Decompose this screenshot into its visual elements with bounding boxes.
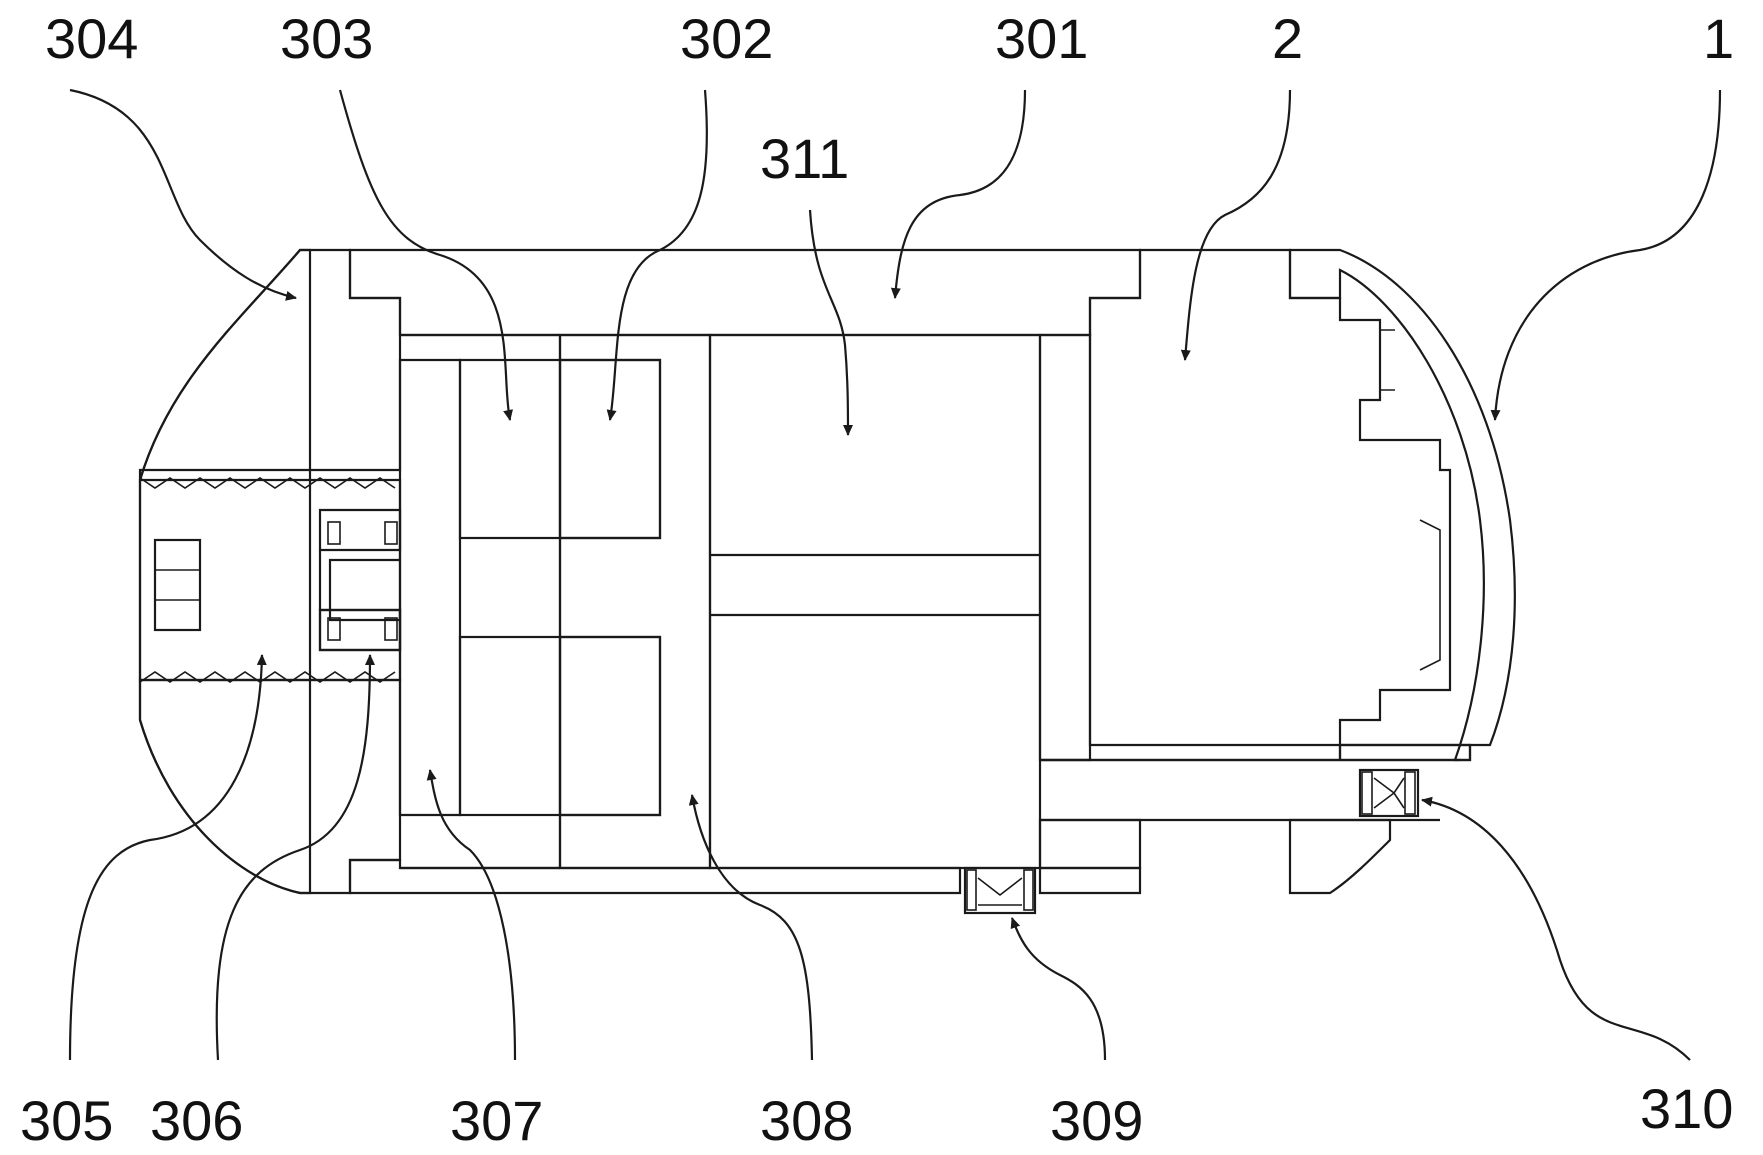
- leader-310: [1421, 796, 1691, 1061]
- channel-tube: [1040, 743, 1470, 822]
- part-304-end-cap: [138, 248, 402, 895]
- part-308-rotor: [558, 333, 712, 870]
- part-301-housing: [348, 248, 1472, 895]
- label-308: 308: [760, 1089, 853, 1152]
- part-305-screw-plug: [138, 477, 402, 683]
- label-304: 304: [45, 7, 138, 70]
- part-302-upper-coil: [558, 358, 662, 540]
- part-302-lower-coil: [558, 635, 662, 817]
- part-2-camera-block: [1088, 248, 1452, 747]
- part-303-upper-magnet: [458, 358, 562, 540]
- label-303: 303: [280, 7, 373, 70]
- label-310: 310: [1640, 1077, 1733, 1140]
- part-303-lower-magnet: [458, 635, 562, 817]
- leader-lines: [68, 88, 1722, 1061]
- leader-311: [808, 209, 853, 436]
- leader-303: [338, 89, 513, 421]
- leader-306: [215, 654, 375, 1061]
- label-311: 311: [760, 127, 849, 190]
- part-309-valve: [963, 866, 1037, 915]
- leader-302: [606, 89, 708, 421]
- inner-cavity: [400, 333, 560, 870]
- leader-304: [69, 88, 297, 301]
- part-310-valve: [1361, 771, 1416, 815]
- leader-301: [890, 89, 1027, 299]
- label-309: 309: [1050, 1089, 1143, 1152]
- label-1: 1: [1703, 7, 1734, 70]
- label-307: 307: [450, 1089, 543, 1152]
- part-306-bushing: [318, 508, 402, 652]
- part-311-battery: [708, 333, 1042, 870]
- label-2: 2: [1272, 7, 1303, 70]
- leader-308: [688, 794, 814, 1061]
- label-306: 306: [150, 1089, 243, 1152]
- leader-1: [1490, 89, 1722, 421]
- label-301: 301: [995, 7, 1088, 70]
- label-305: 305: [20, 1089, 113, 1152]
- leader-305: [68, 654, 267, 1061]
- part-1-dome: [1288, 248, 1516, 895]
- leader-307: [426, 769, 517, 1061]
- leader-309: [1010, 917, 1107, 1061]
- labels: 304 303 302 301 2 1 311 305 306 307 308 …: [20, 7, 1734, 1152]
- part-307-base-plate: [328, 358, 462, 817]
- leader-2: [1180, 89, 1292, 361]
- label-302: 302: [680, 7, 773, 70]
